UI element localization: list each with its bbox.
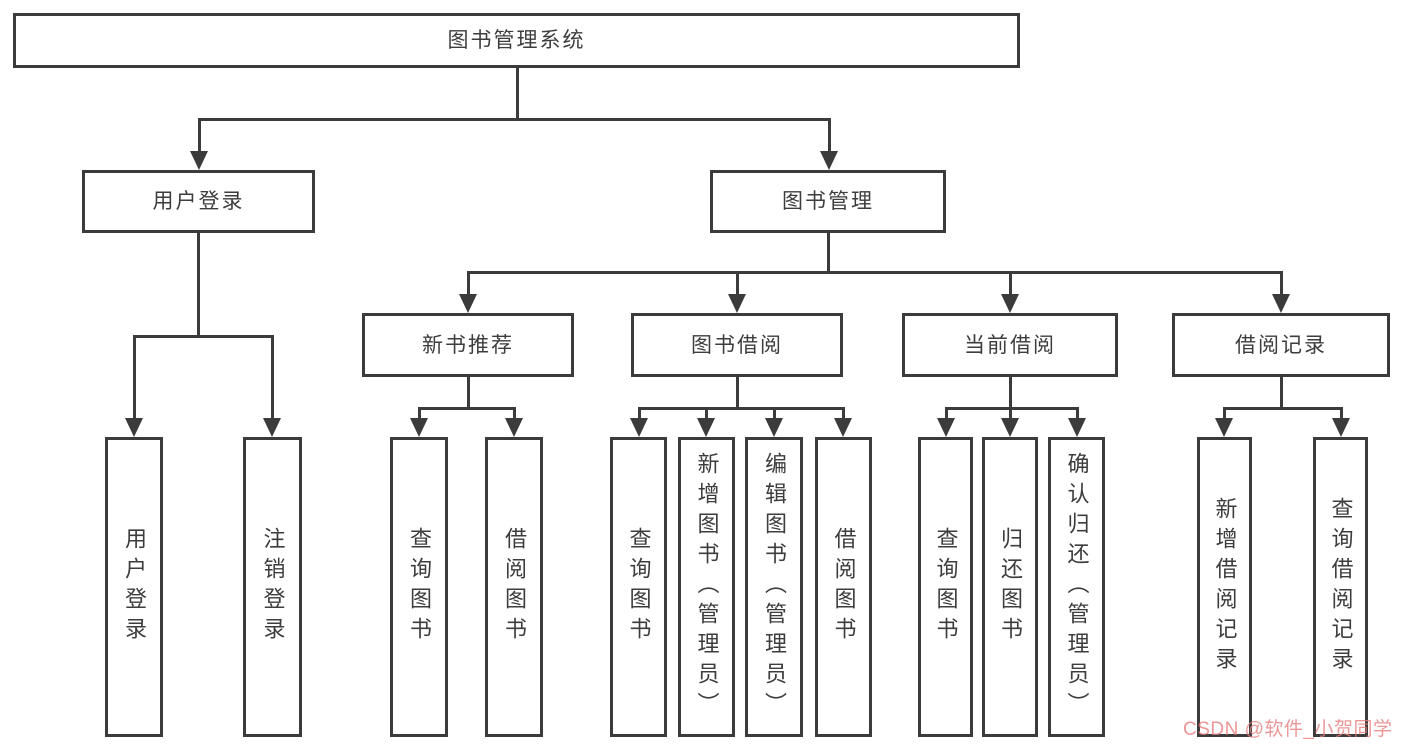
arrow-stem — [1339, 408, 1343, 422]
connector-line-horizontal — [132, 334, 274, 338]
arrow-stem — [417, 408, 421, 422]
connector-line-horizontal — [944, 406, 1079, 410]
arrow-stem — [1279, 272, 1283, 298]
node-leaf-edit-books-admin: 编辑图书（管理员） — [745, 437, 803, 737]
arrowhead-icon — [190, 151, 208, 170]
connector-line-horizontal — [1222, 406, 1343, 410]
node-new-book-recommend: 新书推荐 — [362, 313, 574, 377]
arrowhead-icon — [459, 294, 477, 313]
node-borrowing-records: 借阅记录 — [1172, 313, 1390, 377]
arrow-stem — [466, 272, 470, 298]
connector-line-vertical — [1279, 377, 1283, 410]
connector-line-vertical — [196, 233, 200, 338]
arrow-stem — [1008, 408, 1012, 422]
arrowhead-icon — [1001, 418, 1019, 437]
arrow-stem — [827, 119, 831, 155]
arrowhead-icon — [834, 418, 852, 437]
connector-line-vertical — [826, 233, 830, 274]
arrowhead-icon — [728, 294, 746, 313]
arrowhead-icon — [1215, 418, 1233, 437]
node-leaf-add-books-admin: 新增图书（管理员） — [678, 437, 735, 737]
arrow-stem — [197, 119, 201, 155]
csdn-watermark: CSDN @软件_小贺同学 — [1183, 719, 1393, 740]
node-leaf-borrow-books-1: 借阅图书 — [485, 437, 543, 737]
arrow-stem — [1008, 272, 1012, 298]
connector-line-vertical — [1008, 377, 1012, 410]
node-leaf-borrow-books-2: 借阅图书 — [815, 437, 872, 737]
arrowhead-icon — [820, 151, 838, 170]
arrow-stem — [772, 408, 776, 422]
arrowhead-icon — [1068, 418, 1086, 437]
arrow-stem — [735, 272, 739, 298]
arrowhead-icon — [630, 418, 648, 437]
arrowhead-icon — [410, 418, 428, 437]
connector-line-horizontal — [417, 406, 516, 410]
node-root: 图书管理系统 — [13, 13, 1020, 68]
connector-line-vertical — [515, 68, 519, 121]
arrowhead-icon — [263, 418, 281, 437]
node-leaf-user-login: 用户登录 — [105, 437, 163, 737]
node-leaf-query-books-2: 查询图书 — [610, 437, 667, 737]
node-leaf-add-borrow-record: 新增借阅记录 — [1197, 437, 1252, 737]
node-leaf-query-books-1: 查询图书 — [390, 437, 448, 737]
arrow-stem — [1075, 408, 1079, 422]
arrowhead-icon — [1001, 294, 1019, 313]
node-book-borrowing: 图书借阅 — [631, 313, 843, 377]
node-current-borrowing: 当前借阅 — [902, 313, 1118, 377]
node-leaf-logout: 注销登录 — [243, 437, 302, 737]
connector-line-horizontal — [197, 117, 831, 121]
node-book-management: 图书管理 — [710, 170, 946, 233]
arrow-stem — [841, 408, 845, 422]
arrow-stem — [270, 336, 274, 422]
node-user-login: 用户登录 — [82, 170, 315, 233]
arrowhead-icon — [697, 418, 715, 437]
arrowhead-icon — [937, 418, 955, 437]
arrowhead-icon — [1332, 418, 1350, 437]
arrow-stem — [637, 408, 641, 422]
arrow-stem — [944, 408, 948, 422]
arrowhead-icon — [125, 418, 143, 437]
connector-line-horizontal — [637, 406, 845, 410]
arrowhead-icon — [1272, 294, 1290, 313]
node-leaf-return-books: 归还图书 — [982, 437, 1038, 737]
connector-line-vertical — [735, 377, 739, 410]
arrow-stem — [512, 408, 516, 422]
node-leaf-query-books-3: 查询图书 — [918, 437, 973, 737]
arrow-stem — [704, 408, 708, 422]
arrow-stem — [1222, 408, 1226, 422]
node-leaf-confirm-return-admin: 确认归还（管理员） — [1048, 437, 1105, 737]
arrowhead-icon — [765, 418, 783, 437]
arrow-stem — [132, 336, 136, 422]
node-leaf-query-borrow-record: 查询借阅记录 — [1313, 437, 1368, 737]
connector-line-horizontal — [466, 270, 1283, 274]
connector-line-vertical — [466, 377, 470, 410]
arrowhead-icon — [505, 418, 523, 437]
